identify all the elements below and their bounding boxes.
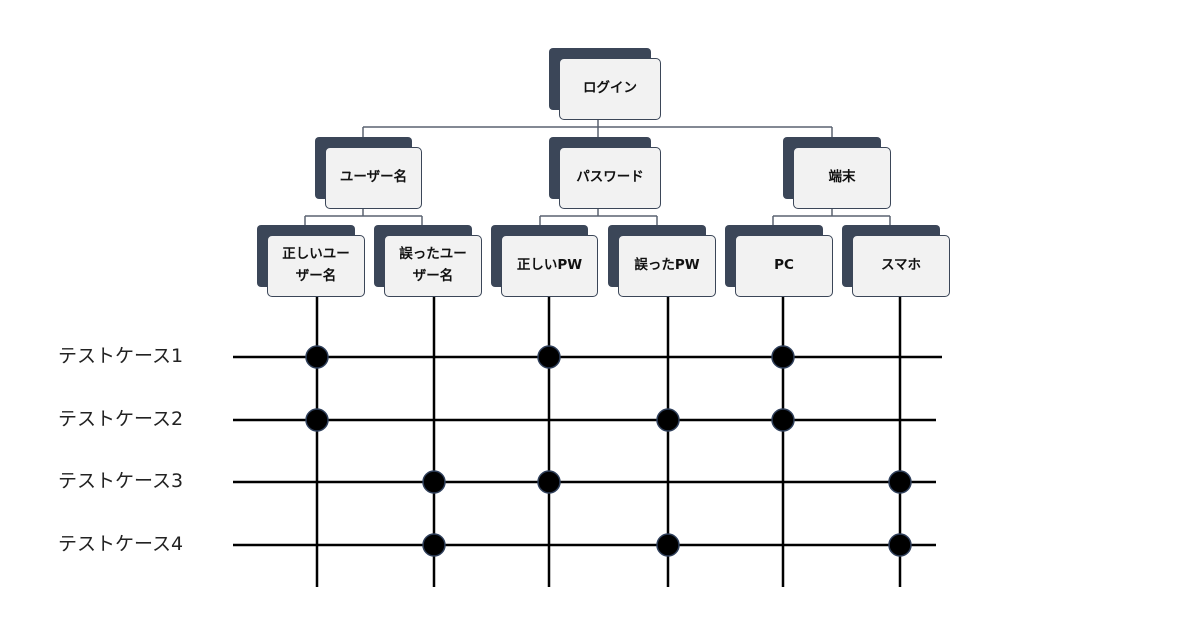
selection-dot	[656, 408, 680, 432]
test-case-label: テストケース3	[58, 470, 184, 492]
tree-connectors	[304, 120, 891, 225]
selection-dot	[305, 408, 329, 432]
test-case-label: テストケース4	[58, 533, 184, 555]
node-box: 誤ったユーザー名	[384, 235, 482, 297]
node-box: ユーザー名	[325, 147, 422, 209]
node-option-smartphone: スマホ	[842, 225, 950, 297]
node-option-pc: PC	[725, 225, 833, 297]
selection-dots	[305, 345, 912, 557]
node-category-device: 端末	[783, 137, 891, 209]
selection-dot	[771, 408, 795, 432]
node-label: PC	[774, 257, 794, 274]
node-label: 誤ったユーザー名	[399, 246, 467, 284]
selection-dot	[537, 345, 561, 369]
node-box: 誤ったPW	[618, 235, 716, 297]
node-box: パスワード	[559, 147, 661, 209]
selection-dot	[656, 533, 680, 557]
node-box: 正しいユーザー名	[267, 235, 365, 297]
node-category-password: パスワード	[549, 137, 661, 209]
node-label: パスワード	[576, 169, 644, 186]
selection-dot	[537, 470, 561, 494]
test-case-label: テストケース2	[58, 408, 184, 430]
selection-dot	[771, 345, 795, 369]
node-label: 正しいユーザー名	[282, 246, 350, 284]
node-label: 正しいPW	[516, 257, 583, 274]
node-option-wrong-username: 誤ったユーザー名	[374, 225, 482, 297]
selection-dot	[422, 470, 446, 494]
node-box: ログイン	[559, 58, 661, 120]
node-label: ログイン	[583, 80, 637, 97]
selection-dot	[888, 533, 912, 557]
node-box: 端末	[793, 147, 891, 209]
node-root-login: ログイン	[549, 48, 661, 120]
node-category-username: ユーザー名	[315, 137, 422, 209]
node-option-correct-pw: 正しいPW	[491, 225, 598, 297]
node-label: 誤ったPW	[634, 257, 700, 274]
node-label: ユーザー名	[339, 169, 408, 186]
node-box: PC	[735, 235, 833, 297]
node-box: 正しいPW	[501, 235, 598, 297]
matrix-grid	[233, 297, 942, 587]
node-option-wrong-pw: 誤ったPW	[608, 225, 716, 297]
test-case-label: テストケース1	[58, 345, 184, 367]
selection-dot	[422, 533, 446, 557]
selection-dot	[305, 345, 329, 369]
selection-dot	[888, 470, 912, 494]
node-label: 端末	[828, 169, 856, 186]
node-option-correct-username: 正しいユーザー名	[257, 225, 365, 297]
node-label: スマホ	[880, 257, 922, 274]
node-box: スマホ	[852, 235, 950, 297]
